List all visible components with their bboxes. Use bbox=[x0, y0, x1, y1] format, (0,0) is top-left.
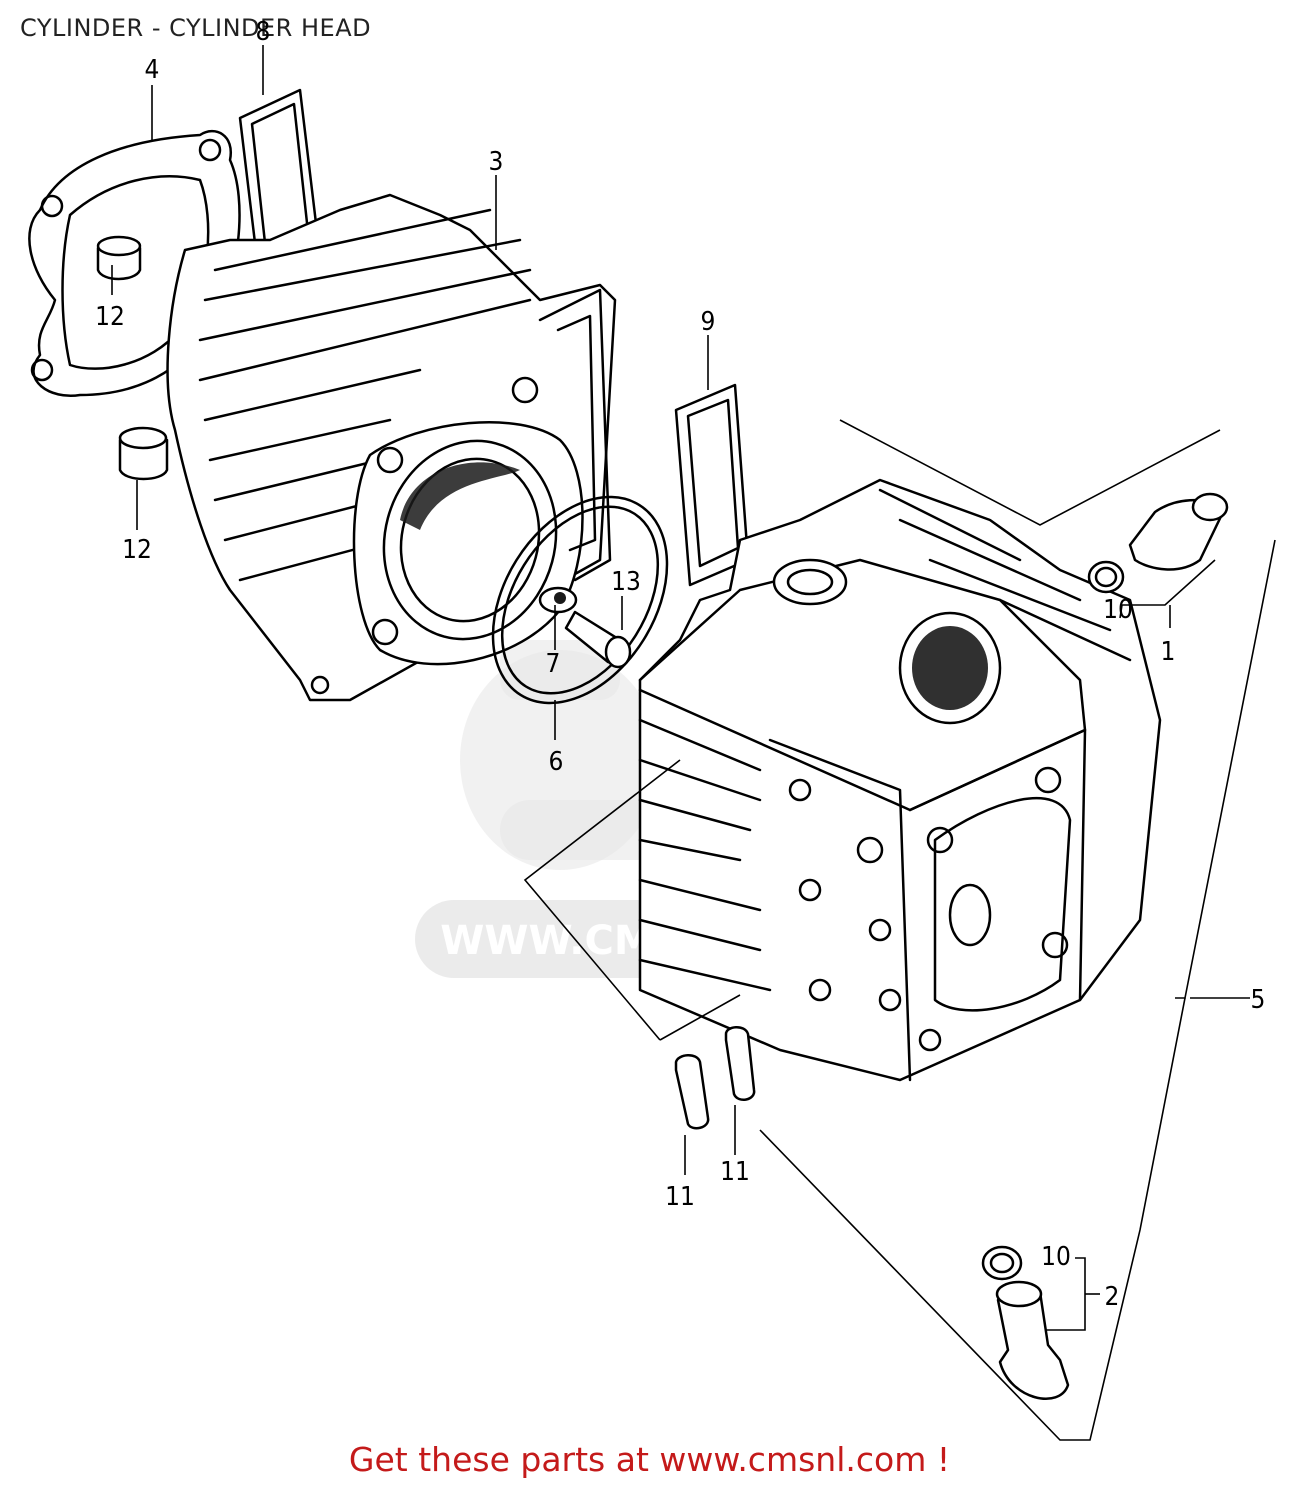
callout-1: 1 bbox=[1161, 637, 1176, 667]
callout-5: 5 bbox=[1251, 985, 1266, 1015]
part-13-pin[interactable] bbox=[564, 610, 632, 669]
part-5-cylinder-head[interactable] bbox=[523, 419, 1221, 1082]
part-12-dowel-pin-lower[interactable] bbox=[118, 426, 169, 481]
callout-10-upper: 10 bbox=[1103, 595, 1133, 625]
callout-3: 3 bbox=[489, 147, 504, 177]
part-3-cylinder-block[interactable] bbox=[166, 193, 617, 702]
part-2-stud-bolt[interactable] bbox=[995, 1280, 1070, 1400]
part-10-washer-upper[interactable] bbox=[1087, 560, 1125, 594]
callout-labels: 1 2 3 4 5 6 7 8 9 10 10 11 11 12 12 13 bbox=[95, 17, 1265, 1312]
callout-11-left: 11 bbox=[665, 1182, 695, 1212]
part-11-pin-left[interactable] bbox=[674, 1054, 710, 1130]
callout-4: 4 bbox=[145, 55, 160, 85]
part-10-washer-lower[interactable] bbox=[981, 1245, 1023, 1281]
part-6-o-ring[interactable] bbox=[457, 465, 703, 734]
page-title: CYLINDER - CYLINDER HEAD bbox=[20, 14, 372, 42]
callout-12-upper: 12 bbox=[95, 302, 125, 332]
callout-12-lower: 12 bbox=[122, 535, 152, 565]
footer-link[interactable]: Get these parts at www.cmsnl.com ! bbox=[348, 1440, 951, 1479]
part-7-dowel[interactable] bbox=[538, 586, 578, 614]
leader-lines bbox=[111, 45, 1276, 1441]
callout-7: 7 bbox=[546, 649, 561, 679]
part-11-pin-right[interactable] bbox=[724, 1026, 756, 1102]
callout-10-lower: 10 bbox=[1041, 1242, 1071, 1272]
callout-8: 8 bbox=[256, 17, 271, 47]
callout-6: 6 bbox=[549, 747, 564, 777]
callout-2: 2 bbox=[1105, 1282, 1120, 1312]
part-12-dowel-pin-upper[interactable] bbox=[96, 235, 142, 281]
callout-9: 9 bbox=[701, 307, 716, 337]
callout-13: 13 bbox=[611, 567, 641, 597]
part-1-stud-bolt[interactable] bbox=[1128, 492, 1229, 571]
callout-11-right: 11 bbox=[720, 1157, 750, 1187]
